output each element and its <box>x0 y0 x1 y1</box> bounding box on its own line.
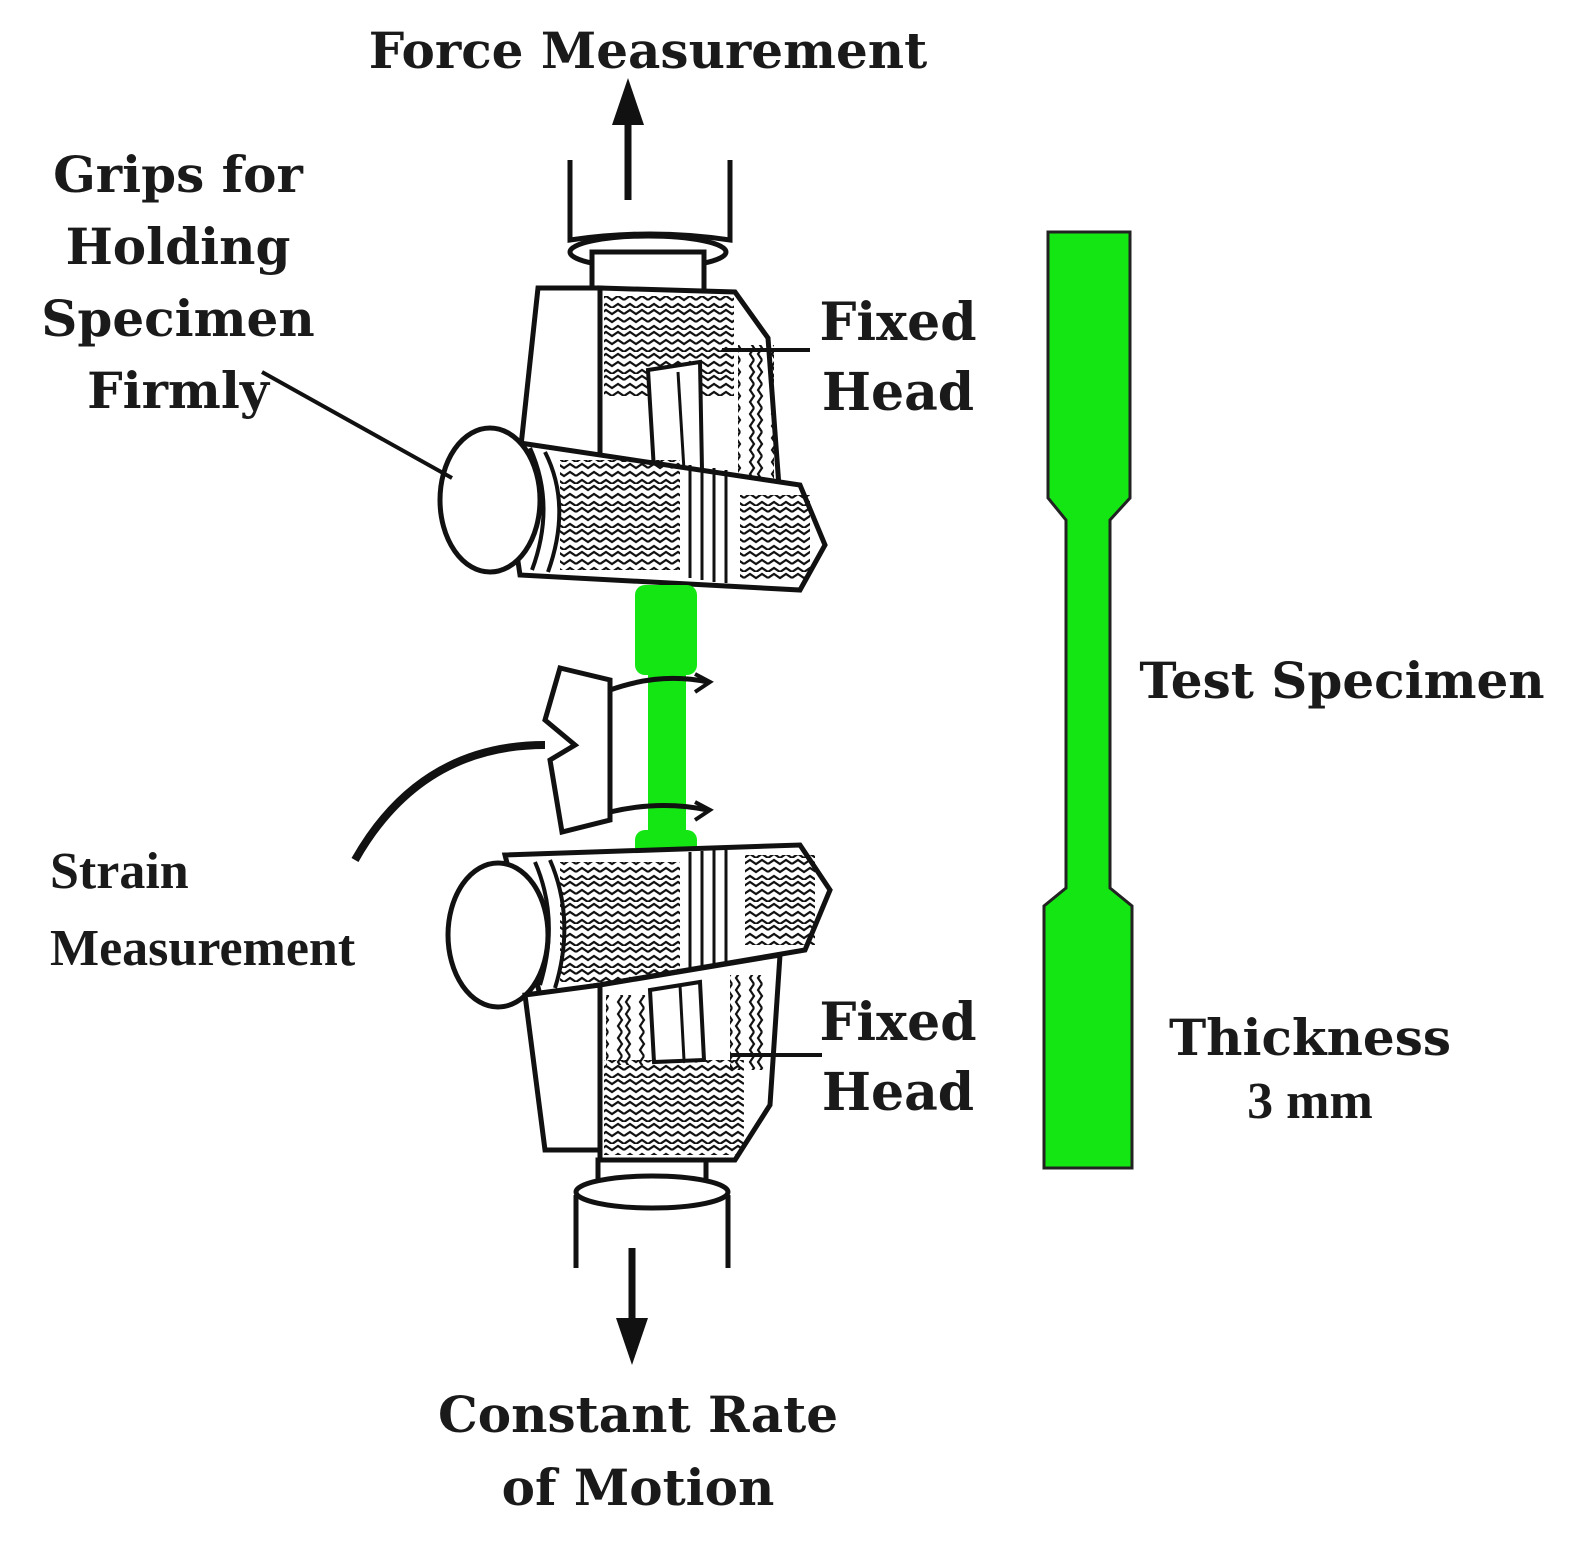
fixed-head-top-label-line1: Fixed <box>819 292 976 353</box>
thickness-label-line2: 3 mm <box>1247 1073 1373 1130</box>
lower-grip-jaw <box>501 842 833 998</box>
force-measurement-label: Force Measurement <box>369 21 928 80</box>
top-load-frame <box>567 160 733 243</box>
grips-label-line2: Holding <box>66 217 291 276</box>
grips-label-line1: Grips for <box>53 145 303 204</box>
specimen-in-grips <box>635 585 697 860</box>
upper-grip-jaw <box>497 437 828 593</box>
extensometer-cable <box>351 741 546 862</box>
bottom-load-frame <box>573 1195 731 1268</box>
top-connector-disc <box>567 233 729 295</box>
fixed-head-bottom-label-line1: Fixed <box>819 992 976 1053</box>
bottom-connector-disc <box>573 1157 731 1211</box>
upper-grip-knob <box>437 425 543 575</box>
test-specimen-label: Test Specimen <box>1139 651 1544 710</box>
lower-grip-housing <box>522 952 783 1163</box>
grips-label-line4: Firmly <box>87 361 271 420</box>
strain-label-line1: Strain <box>50 843 189 900</box>
constant-rate-label-line1: Constant Rate <box>438 1385 838 1444</box>
motion-arrow-down <box>616 1248 648 1365</box>
extensometer <box>351 665 714 862</box>
strain-label-line2: Measurement <box>50 920 356 977</box>
force-arrow-up <box>612 78 644 200</box>
fixed-head-bottom-label-line2: Head <box>822 1062 974 1123</box>
test-specimen-dogbone <box>1042 230 1134 1170</box>
grips-label-line3: Specimen <box>41 289 314 348</box>
lower-grip-knob <box>445 860 551 1010</box>
constant-rate-label-line2: of Motion <box>502 1458 775 1517</box>
fixed-head-top-label-line2: Head <box>822 362 974 423</box>
grips-leader-line <box>261 370 453 480</box>
thickness-label-line1: Thickness <box>1169 1008 1451 1067</box>
